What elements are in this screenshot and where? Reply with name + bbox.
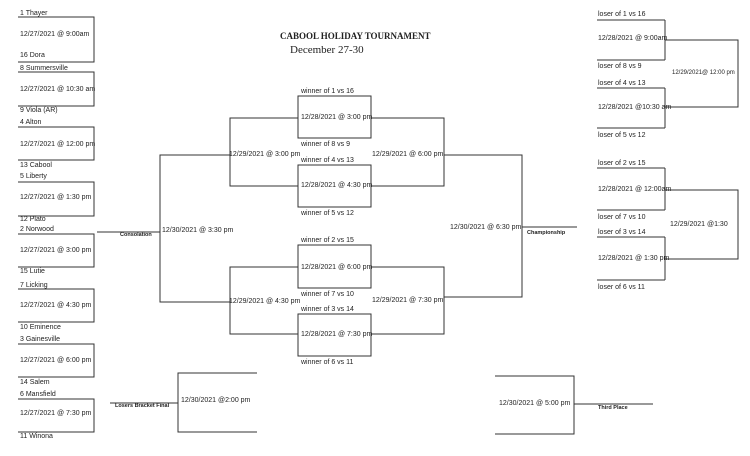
team-2-norwood: 2 Norwood [20, 226, 54, 233]
team-6-mansfield: 6 Mansfield [20, 391, 56, 398]
tournament-dates: December 27-30 [290, 44, 364, 56]
winner-label: winner of 2 vs 15 [301, 237, 354, 244]
game-time: 12/28/2021 @ 6:00 pm [301, 264, 373, 271]
team-7-licking: 7 Licking [20, 282, 48, 289]
game-time: 12/28/2021 @ 12:00am [598, 186, 672, 193]
winner-label: winner of 4 vs 13 [301, 157, 354, 164]
winner-label: winner of 5 vs 12 [301, 210, 354, 217]
consolation-semi-time: 12/29/2021 @ 4:30 pm [229, 298, 301, 305]
game-time: 12/27/2021 @ 4:30 pm [20, 302, 92, 309]
winner-label: winner of 8 vs 9 [301, 141, 351, 148]
game-time: 12/28/2021 @10:30 am [598, 104, 672, 111]
team-9-viola: 9 Viola (AR) [20, 107, 58, 114]
loser-label: loser of 7 vs 10 [598, 214, 646, 221]
loser-label: loser of 1 vs 16 [598, 11, 646, 18]
team-3-gainesville: 3 Gainesville [20, 336, 61, 343]
team-4-alton: 4 Alton [20, 119, 42, 126]
championship-final-time: 12/30/2021 @ 6:30 pm [450, 224, 522, 231]
loser-label: loser of 2 vs 15 [598, 160, 646, 167]
game-time: 12/27/2021 @ 10:30 am [20, 86, 96, 93]
game-time: 12/28/2021 @ 9:00am [598, 35, 668, 42]
championship-semi-time: 12/29/2021 @ 7:30 pm [372, 297, 444, 304]
consolation-label: Consolation [120, 232, 152, 238]
game-time: 12/27/2021 @ 9:00am [20, 31, 90, 38]
third-place-label: Third Place [598, 405, 628, 411]
tournament-title: CABOOL HOLIDAY TOURNAMENT [280, 31, 431, 41]
third-place-time: 12/30/2021 @ 5:00 pm [499, 400, 571, 407]
game-time: 12/27/2021 @ 12:00 pm [20, 141, 96, 148]
consolation-final-time: 12/30/2021 @ 3:30 pm [162, 227, 234, 234]
team-10-eminence: 10 Eminence [20, 324, 61, 331]
game-time: 12/28/2021 @ 3:00 pm [301, 114, 373, 121]
game-time: 12/27/2021 @ 6:00 pm [20, 357, 92, 364]
team-8-summersville: 8 Summersville [20, 65, 68, 72]
game-time: 12/28/2021 @ 4:30 pm [301, 182, 373, 189]
loser-label: loser of 3 vs 14 [598, 229, 646, 236]
losers-final-label: Losers Bracket Final [115, 403, 170, 409]
game-time: 12/28/2021 @ 1:30 pm [598, 255, 670, 262]
game-time: 12/27/2021 @ 3:00 pm [20, 247, 92, 254]
game-time: 12/27/2021 @ 1:30 pm [20, 194, 92, 201]
team-5-liberty: 5 Liberty [20, 173, 47, 180]
loser-label: loser of 8 vs 9 [598, 63, 642, 70]
loser-semi-time: 12/29/2021@ 12:00 pm [672, 70, 735, 76]
team-15-lutie: 15 Lutie [20, 268, 45, 275]
winner-label: winner of 3 vs 14 [301, 306, 354, 313]
team-16-dora: 16 Dora [20, 52, 45, 59]
championship-label: Championship [527, 230, 566, 236]
team-11-winona: 11 Winona [20, 433, 53, 440]
consolation-semi-time: 12/29/2021 @ 3:00 pm [229, 151, 301, 158]
loser-label: loser of 6 vs 11 [598, 284, 645, 291]
loser-semi-time: 12/29/2021 @1:30 [670, 221, 728, 228]
game-time: 12/27/2021 @ 7:30 pm [20, 410, 92, 417]
team-1-thayer: 1 Thayer [20, 10, 48, 17]
winner-label: winner of 6 vs 11 [301, 359, 354, 366]
loser-label: loser of 4 vs 13 [598, 80, 646, 87]
team-14-salem: 14 Salem [20, 379, 50, 386]
losers-final-time: 12/30/2021 @2:00 pm [181, 397, 251, 404]
winner-label: winner of 1 vs 16 [301, 88, 354, 95]
winner-label: winner of 7 vs 10 [301, 291, 354, 298]
game-time: 12/28/2021 @ 7:30 pm [301, 331, 373, 338]
championship-semi-time: 12/29/2021 @ 6:00 pm [372, 151, 444, 158]
team-13-cabool: 13 Cabool [20, 162, 52, 169]
loser-label: loser of 5 vs 12 [598, 132, 646, 139]
team-12-plato: 12 Plato [20, 216, 46, 223]
